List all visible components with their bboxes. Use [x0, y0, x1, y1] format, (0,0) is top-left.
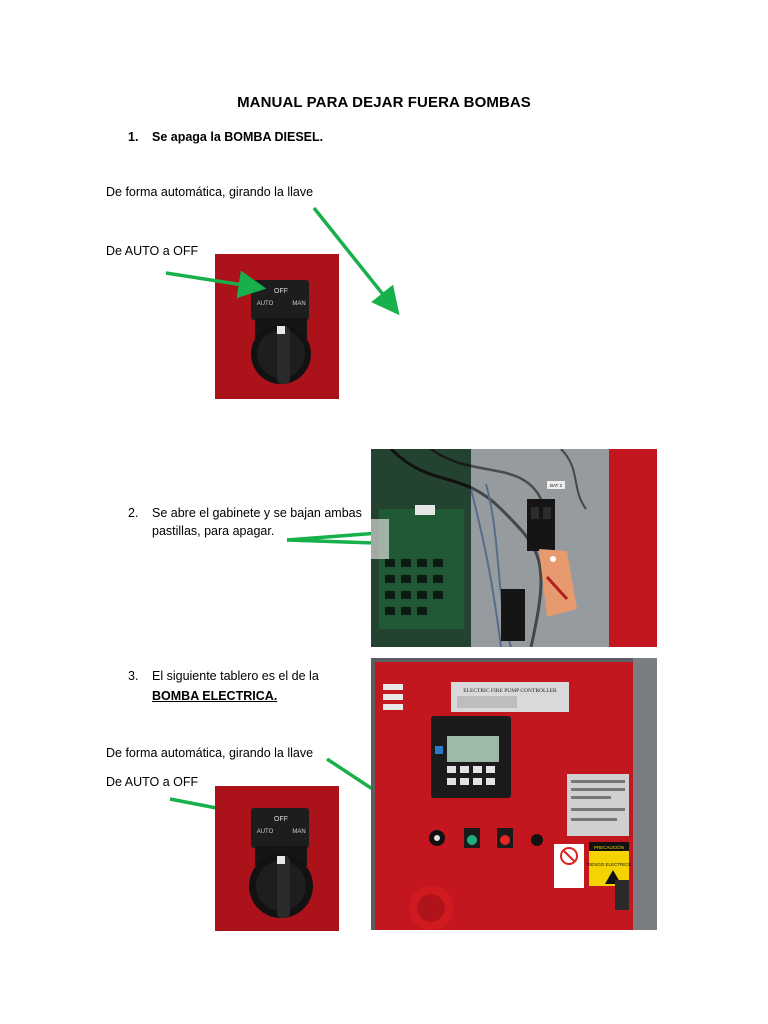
- red-indicator-light: [500, 835, 510, 845]
- breaker-tag-label: BAT 2: [550, 483, 563, 488]
- switch-off-label: OFF: [274, 288, 288, 295]
- arrow-to-switch-1: [165, 270, 267, 299]
- step3-position: De AUTO a OFF: [106, 775, 199, 789]
- step2-line1: Se abre el gabinete y se bajan ambas: [152, 506, 362, 520]
- warning-risk-text: RIESGO ELECTRICO: [587, 862, 632, 867]
- step3-line1: El siguiente tablero es el de la: [152, 669, 319, 683]
- arrow-diagonal-1: [312, 206, 400, 316]
- step1-number: 1.: [128, 130, 139, 144]
- document-title: MANUAL PARA DEJAR FUERA BOMBAS: [237, 94, 531, 111]
- switch2-man-label: MAN: [292, 829, 305, 835]
- step2-line2: pastillas, para apagar.: [152, 524, 275, 538]
- key-switch-photo-2: OFF AUTO MAN: [215, 786, 339, 931]
- nameplate-title: ELECTRIC FIRE PUMP CONTROLLER: [463, 688, 557, 694]
- switch-man-label: MAN: [292, 301, 305, 307]
- step1-text: Se apaga la BOMBA DIESEL.: [152, 130, 324, 144]
- step3-number: 3.: [128, 669, 139, 683]
- lockout-tag: [539, 549, 577, 617]
- isolation-switch-label: [567, 774, 629, 836]
- key-switch-image-2: OFF AUTO MAN: [215, 786, 339, 931]
- breaker-pair-top: [527, 499, 555, 551]
- breaker-pair-bottom: [501, 589, 525, 641]
- step1-position: De AUTO a OFF: [106, 244, 199, 258]
- step3-instruction: De forma automática, girando la llave: [106, 746, 314, 760]
- switch-auto-label: AUTO: [257, 301, 274, 307]
- controller-image: ELECTRIC FIRE PUMP CONTROLLER PRECAUCIÓN…: [371, 658, 657, 930]
- cabinet-breakers-photo: BAT 2: [371, 449, 657, 647]
- step1-instruction: De forma automática, girando la llave: [106, 185, 314, 199]
- step2-number: 2.: [128, 506, 139, 520]
- warning-sign-text: PRECAUCIÓN: [594, 844, 624, 850]
- prohibition-sign: [554, 844, 584, 888]
- switch2-off-label: OFF: [274, 816, 288, 823]
- controller-lcd: [447, 736, 499, 762]
- green-indicator-light: [467, 835, 477, 845]
- cabinet-image: BAT 2: [371, 449, 657, 647]
- pump-controller-photo: ELECTRIC FIRE PUMP CONTROLLER PRECAUCIÓN…: [371, 658, 657, 930]
- switch2-auto-label: AUTO: [257, 829, 274, 835]
- step3-line2: BOMBA ELECTRICA.: [152, 689, 278, 703]
- breaker-tag: [547, 481, 565, 489]
